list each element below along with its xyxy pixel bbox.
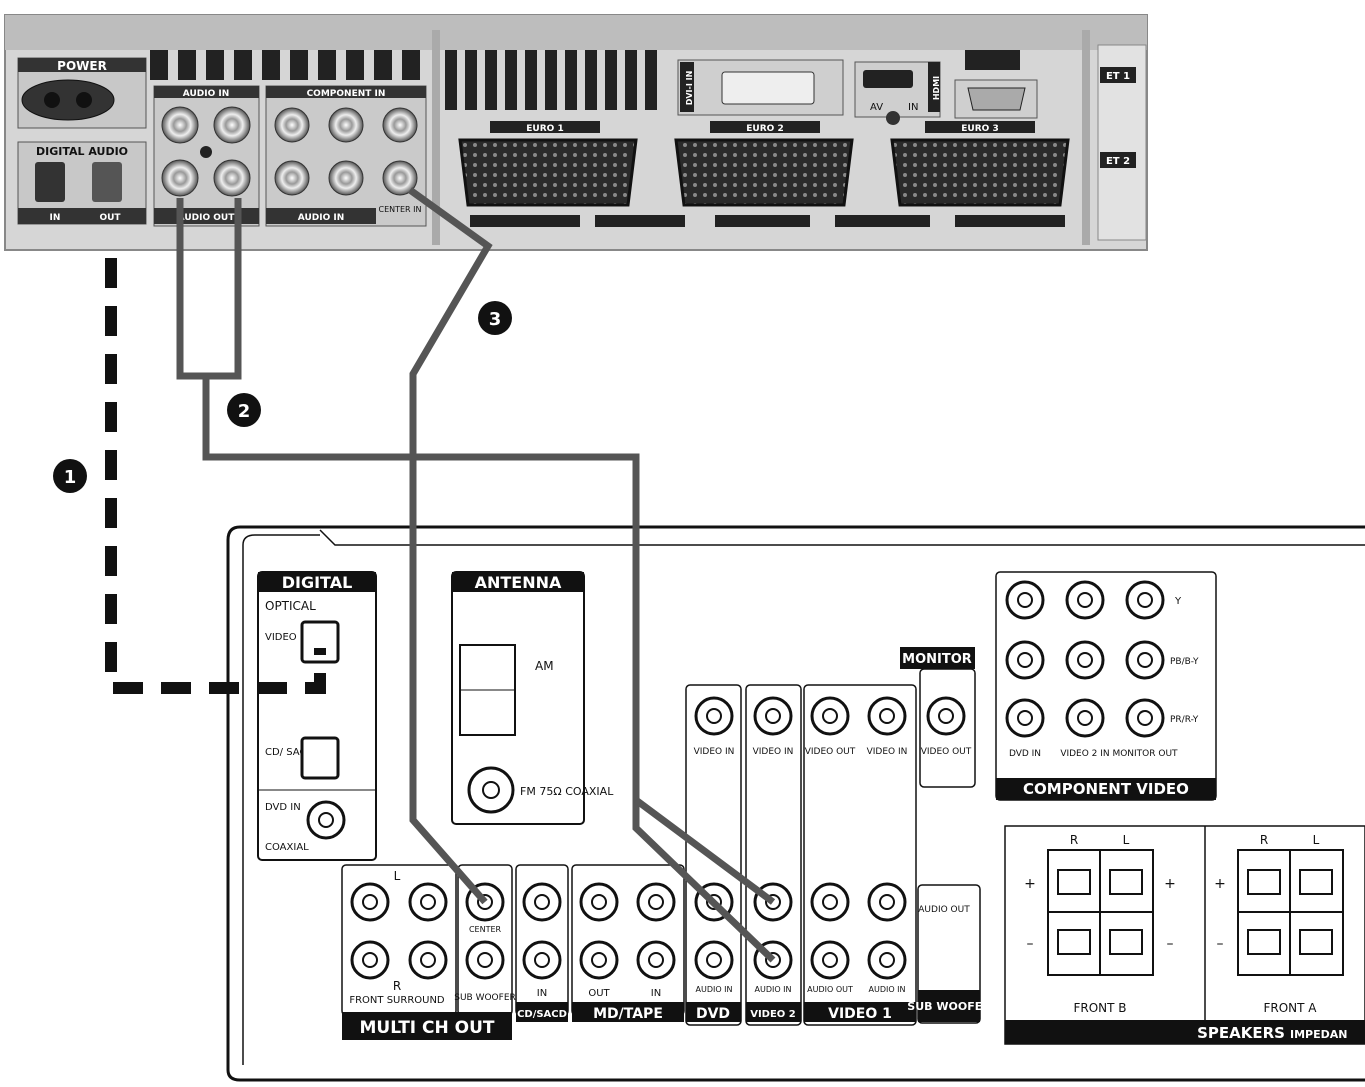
- front-a-r-label: R: [1260, 833, 1268, 847]
- center-label: CENTER: [469, 925, 502, 934]
- top-device-panel: POWER DIGITAL AUDIO IN OUT AUDIO IN AUDI…: [4, 14, 1148, 251]
- subwoofer-out-label: SUB WOOFER: [454, 993, 516, 1003]
- video1-audio-out-label: AUDIO OUT: [807, 985, 853, 994]
- md-tape-label: MD/TAPE: [593, 1006, 663, 1022]
- front-b-plus-right-label: +: [1164, 876, 1176, 892]
- in-label: IN: [908, 102, 918, 113]
- component-audio-in-label: AUDIO IN: [298, 213, 344, 223]
- md-out-label: OUT: [588, 988, 610, 999]
- cd-sacd-label: CD/SACD: [517, 1009, 567, 1020]
- comp-monitor-out-label: MONITOR OUT: [1112, 749, 1178, 759]
- power-label: POWER: [57, 59, 107, 73]
- optical-video2-in-port: [300, 620, 340, 664]
- video1-video-out-label: VIDEO OUT: [805, 747, 856, 757]
- video2-video-in-label: VIDEO IN: [753, 747, 794, 757]
- digital-label: DIGITAL: [282, 573, 353, 592]
- front-b-terminals: [1047, 849, 1154, 976]
- av-label: AV: [870, 102, 883, 113]
- front-b-l-label: L: [1123, 833, 1130, 847]
- front-a-terminals: [1237, 849, 1344, 976]
- front-a-plus-label: +: [1214, 876, 1226, 892]
- marker-1: 1: [53, 459, 87, 493]
- speakers-label: SPEAKERS: [1197, 1024, 1285, 1042]
- coaxial-label: COAXIAL: [265, 842, 309, 853]
- comp-pb-label: PB/B-Y: [1170, 657, 1199, 667]
- marker-2-label: 2: [238, 401, 251, 422]
- front-a-minus-label: –: [1217, 936, 1224, 952]
- comp-dvd-in-label: DVD IN: [1009, 749, 1041, 759]
- front-a-l-label: L: [1313, 833, 1320, 847]
- dvi-port: [721, 71, 815, 105]
- cable-center: [407, 187, 493, 905]
- optical-out-port: [92, 162, 122, 202]
- impedance-label: IMPEDAN: [1290, 1028, 1347, 1041]
- front-b-plus-label: +: [1024, 876, 1036, 892]
- comp-pr-label: PR/R-Y: [1170, 715, 1199, 725]
- multi-ch-out-label: MULTI CH OUT: [359, 1018, 494, 1038]
- center-in-label: CENTER IN: [378, 205, 421, 214]
- euro3-label: EURO 3: [961, 124, 998, 134]
- euro1-connector: [458, 138, 638, 207]
- video1-video-in-label: VIDEO IN: [867, 747, 908, 757]
- digital-in-label: IN: [50, 213, 61, 223]
- hdmi-label: HDMI: [932, 76, 941, 100]
- optical-in-port: [35, 162, 65, 202]
- euro2-connector: [674, 138, 854, 207]
- front-b-label: FRONT B: [1073, 1001, 1126, 1015]
- marker-1-label: 1: [64, 467, 77, 488]
- et1-label: ET 1: [1106, 71, 1130, 82]
- dvd-audio-in-label: AUDIO IN: [695, 985, 732, 994]
- dvd-label: DVD: [696, 1006, 730, 1022]
- hdmi-port: [863, 70, 913, 88]
- dvi-in-label: DVI-I IN: [685, 71, 694, 106]
- optical-cd-sacd-in-port: [300, 736, 340, 780]
- video2-audio-in-label: AUDIO IN: [754, 985, 791, 994]
- am-label: AM: [535, 659, 554, 673]
- video1-audio-in-label: AUDIO IN: [868, 985, 905, 994]
- audio-out-label: AUDIO OUT: [178, 213, 236, 223]
- marker-3: 3: [478, 301, 512, 335]
- front-surround-label: FRONT SURROUND: [349, 995, 445, 1006]
- euro3-connector: [890, 138, 1070, 207]
- subwoofer-audio-out-label: AUDIO OUT: [918, 905, 970, 915]
- multi-l-label: L: [394, 869, 401, 883]
- component-video-label: COMPONENT VIDEO: [1023, 780, 1189, 798]
- video2-label: VIDEO 2: [750, 1009, 796, 1020]
- cable-analog-audio: [176, 198, 776, 963]
- front-b-minus-label: –: [1027, 936, 1034, 952]
- front-b-minus-right-label: –: [1167, 936, 1174, 952]
- euro1-label: EURO 1: [526, 124, 563, 134]
- marker-2: 2: [227, 393, 261, 427]
- digital-audio-label: DIGITAL AUDIO: [36, 145, 128, 158]
- subwoofer-box-label: SUB WOOFER: [907, 1000, 991, 1013]
- optical-label: OPTICAL: [265, 599, 316, 613]
- cable-digital-optical: [105, 258, 326, 694]
- cd-sacd-in-label: CD/ SACD IN: [265, 747, 328, 758]
- video2-in-optical-label: VIDEO 2 IN: [265, 632, 320, 643]
- audio-in-label: AUDIO IN: [183, 89, 229, 99]
- fm-label: FM 75Ω COAXIAL: [520, 785, 614, 798]
- antenna-label: ANTENNA: [475, 573, 562, 592]
- md-in-label: IN: [651, 988, 661, 999]
- video1-label: VIDEO 1: [828, 1006, 892, 1022]
- marker-3-label: 3: [489, 309, 502, 330]
- comp-y-label: Y: [1174, 596, 1182, 607]
- euro2-label: EURO 2: [746, 124, 783, 134]
- cd-in-label: IN: [537, 988, 547, 999]
- monitor-video-out-label: VIDEO OUT: [921, 747, 972, 757]
- comp-video2-in-label: VIDEO 2 IN: [1060, 749, 1109, 759]
- serial-port: [967, 87, 1026, 111]
- component-in-label: COMPONENT IN: [307, 89, 386, 99]
- front-b-r-label: R: [1070, 833, 1078, 847]
- digital-out-label: OUT: [99, 213, 121, 223]
- dvd-video-in-label: VIDEO IN: [694, 747, 735, 757]
- front-a-label: FRONT A: [1263, 1001, 1317, 1015]
- monitor-label: MONITOR: [902, 652, 972, 667]
- et2-label: ET 2: [1106, 156, 1130, 167]
- multi-r-label: R: [393, 979, 401, 993]
- dvd-in-coax-label: DVD IN: [265, 802, 301, 813]
- receiver-panel: DIGITAL OPTICAL VIDEO 2 IN CD/ SACD IN D…: [226, 525, 1365, 1082]
